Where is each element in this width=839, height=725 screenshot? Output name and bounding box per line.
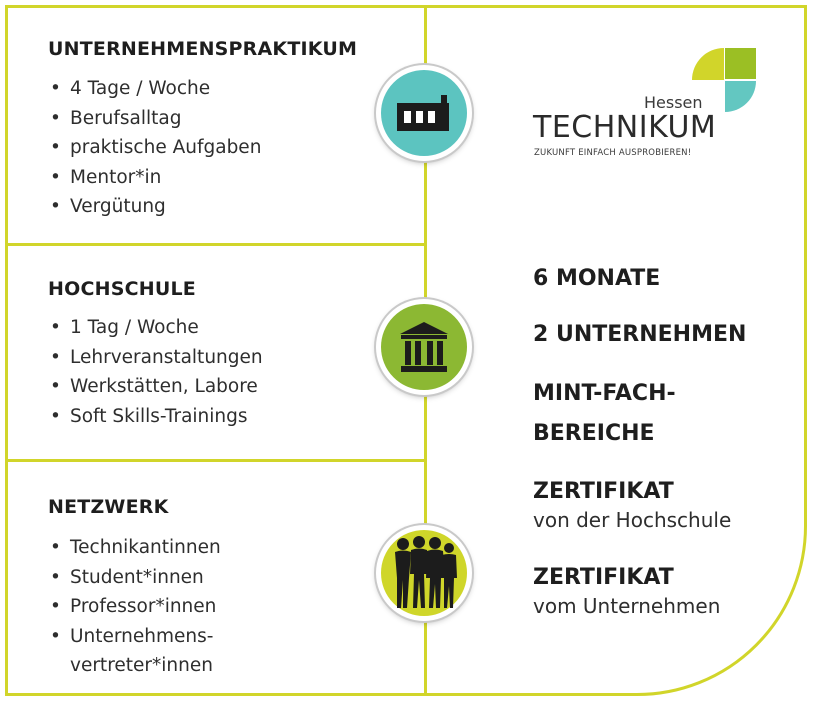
list-item: 1 Tag / Woche: [48, 313, 263, 343]
list-item: Technikantinnen: [48, 533, 221, 563]
list-item: vertreter*innen: [70, 655, 213, 676]
list-item: Vergütung: [48, 192, 261, 222]
fact-certificate-university-sub: von der Hochschule: [533, 508, 732, 532]
fact-companies: 2 UNTERNEHMEN: [533, 322, 747, 347]
section-list-unternehmenspraktikum: 4 Tage / Woche Berufsalltag praktische A…: [48, 74, 261, 222]
section-list-hochschule: 1 Tag / Woche Lehrveranstaltungen Werkst…: [48, 313, 263, 431]
logo-name: TECHNIKUM: [533, 110, 717, 145]
people-group-icon: [395, 536, 457, 608]
logo-region: Hessen: [644, 93, 703, 112]
list-item: Student*innen: [48, 563, 221, 593]
fact-mint-line2: BEREICHE: [533, 421, 655, 446]
list-item: Mentor*in: [48, 163, 261, 193]
factory-icon: [397, 95, 449, 131]
fact-certificate-university: ZERTIFIKAT: [533, 479, 674, 504]
factory-icon-circle: [376, 65, 472, 161]
right-panel: [424, 5, 807, 696]
list-item: praktische Aufgaben: [48, 133, 261, 163]
fact-certificate-company: ZERTIFIKAT: [533, 565, 674, 590]
university-icon-circle: [376, 299, 472, 395]
section-list-netzwerk: Technikantinnen Student*innen Professor*…: [48, 533, 221, 681]
section-title-netzwerk: NETZWERK: [48, 496, 169, 518]
section-divider: [5, 243, 427, 246]
fact-duration: 6 MONATE: [533, 266, 661, 291]
fact-certificate-company-sub: vom Unternehmen: [533, 594, 721, 618]
list-item: 4 Tage / Woche: [48, 74, 261, 104]
list-item: Soft Skills-Trainings: [48, 402, 263, 432]
list-item: Werkstätten, Labore: [48, 372, 263, 402]
list-item: Lehrveranstaltungen: [48, 343, 263, 373]
list-item: Unternehmens-: [48, 622, 221, 652]
list-item: Berufsalltag: [48, 104, 261, 134]
section-title-hochschule: HOCHSCHULE: [48, 278, 196, 300]
section-title-unternehmenspraktikum: UNTERNEHMENSPRAKTIKUM: [48, 38, 358, 60]
people-icon-circle: [376, 525, 472, 621]
logo-tagline: ZUKUNFT EINFACH AUSPROBIEREN!: [534, 148, 692, 158]
university-building-icon: [400, 322, 448, 372]
list-item: Professor*innen: [48, 592, 221, 622]
fact-mint-line1: MINT-FACH-: [533, 381, 676, 406]
section-divider: [5, 459, 427, 462]
logo-mark-icon: [692, 48, 756, 112]
